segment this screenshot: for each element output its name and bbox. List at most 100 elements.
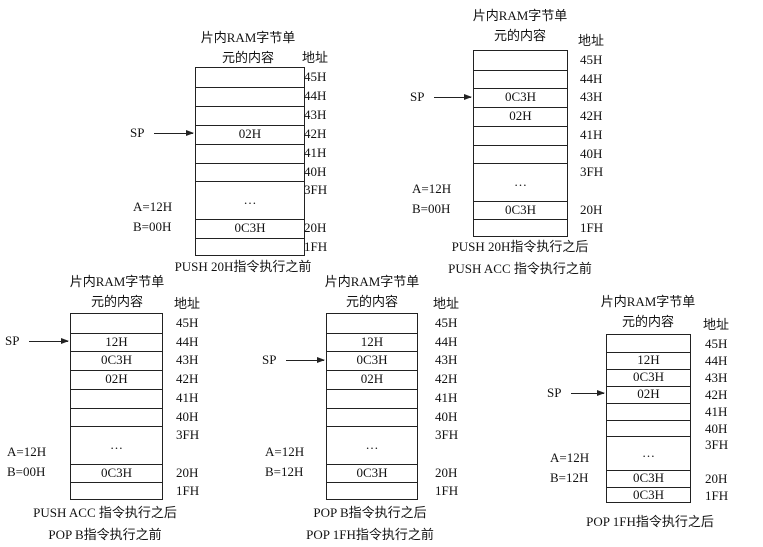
memory-cell: 0C3H: [474, 200, 567, 220]
diagram-title: 片内RAM字节单: [200, 30, 296, 45]
memory-cell: [607, 419, 690, 437]
memory-cell: 0C3H: [474, 88, 567, 107]
sp-arrow-icon: [154, 130, 194, 137]
diagram-title: 片内RAM字节单: [600, 294, 696, 309]
memory-cell: 02H: [607, 385, 690, 403]
register-a: A=12H: [550, 450, 590, 466]
address-label: 40H: [580, 145, 603, 161]
address-label: 3FH: [705, 437, 729, 453]
memory-cell: 0C3H: [607, 487, 690, 504]
memory-cell: [196, 143, 304, 163]
memory-cell: [474, 219, 567, 238]
sp-arrow-icon: [286, 356, 325, 363]
address-label: 40H: [176, 408, 199, 424]
memory-cell: [71, 388, 162, 408]
address-label: 45H: [580, 52, 603, 67]
address-label: 41H: [580, 126, 603, 142]
address-header: 地址: [578, 33, 605, 48]
diagram-caption: PUSH ACC 指令执行之前: [448, 261, 592, 276]
address-label: 44H: [705, 352, 728, 368]
memory-cell: [196, 238, 304, 257]
address-label: 42H: [580, 108, 603, 124]
sp-arrow-icon: [434, 93, 472, 100]
address-label: 3FH: [304, 182, 328, 198]
memory-cell: 0C3H: [607, 470, 690, 487]
address-label: 44H: [580, 70, 603, 86]
address-label: 3FH: [435, 427, 459, 443]
memory-cell: 02H: [196, 124, 304, 144]
memory-cell: [196, 162, 304, 182]
address-label: 43H: [705, 369, 728, 385]
address-label: 40H: [304, 163, 327, 179]
address-label: 44H: [176, 333, 199, 349]
diagram-title: 片内RAM字节单: [324, 274, 420, 289]
address-label: 42H: [705, 386, 728, 402]
register-b: B=00H: [412, 200, 451, 216]
memory-cell: 02H: [474, 107, 567, 126]
register-a: A=12H: [133, 199, 173, 215]
sp-arrow-icon: [29, 338, 69, 345]
address-label: 20H: [176, 464, 199, 480]
memory-cell: 12H: [327, 332, 417, 352]
memory-cell: [327, 407, 417, 427]
diagram-title: 片内RAM字节单: [69, 274, 165, 289]
address-label: 43H: [176, 352, 199, 368]
address-label: 41H: [435, 389, 458, 405]
memory-cell: …: [474, 163, 567, 200]
memory-cell: …: [196, 181, 304, 219]
address-label: 20H: [705, 471, 728, 487]
address-header: 地址: [433, 296, 460, 311]
diagram-caption: POP 1FH指令执行之前: [306, 527, 434, 542]
address-header: 地址: [703, 317, 730, 332]
memory-cell: [474, 69, 567, 89]
memory-cell: [71, 482, 162, 501]
register-b: B=12H: [550, 470, 589, 486]
memory-cell: 0C3H: [196, 219, 304, 238]
address-label: 1FH: [176, 483, 200, 499]
memory-cell: …: [607, 436, 690, 470]
address-header: 地址: [174, 296, 201, 311]
address-label: 20H: [304, 220, 327, 236]
address-header: 地址: [302, 50, 329, 65]
diagram-caption: PUSH ACC 指令执行之后: [33, 505, 177, 520]
memory-cell: [196, 86, 304, 106]
memory-cell: 0C3H: [327, 351, 417, 370]
memory-cell: 0C3H: [607, 368, 690, 386]
register-a: A=12H: [7, 443, 47, 459]
address-label: 1FH: [705, 488, 729, 504]
memory-cell: [196, 68, 304, 87]
diagram-title: 元的内容: [345, 294, 399, 309]
memory-cell: [607, 402, 690, 420]
diagram-caption: POP 1FH指令执行之后: [586, 514, 714, 529]
memory-cell: [71, 407, 162, 427]
address-label: 43H: [304, 106, 327, 122]
memory-cell: 12H: [71, 332, 162, 352]
diagram-title: 元的内容: [621, 314, 675, 329]
address-label: 43H: [435, 352, 458, 368]
sp-label: SP: [5, 333, 20, 349]
memory-cell: [607, 335, 690, 352]
sp-arrow-icon: [571, 390, 605, 397]
diagram-caption: PUSH 20H指令执行之前: [174, 259, 312, 274]
memory-cell: [327, 314, 417, 333]
memory-cell: 0C3H: [327, 463, 417, 483]
diagram-title: 元的内容: [90, 294, 144, 309]
sp-label: SP: [547, 385, 562, 401]
diagram-caption: POP B指令执行之前: [48, 527, 162, 542]
address-label: 41H: [176, 389, 199, 405]
memory-cell: 02H: [71, 370, 162, 389]
sp-label: SP: [262, 351, 277, 367]
memory-cell: [327, 388, 417, 408]
sp-label: SP: [410, 88, 425, 104]
address-label: 20H: [580, 201, 603, 217]
memory-cell: …: [327, 426, 417, 463]
address-label: 1FH: [304, 239, 328, 255]
address-label: 20H: [435, 464, 458, 480]
address-label: 40H: [705, 420, 728, 436]
memory-cell: 12H: [607, 351, 690, 369]
address-label: 40H: [435, 408, 458, 424]
